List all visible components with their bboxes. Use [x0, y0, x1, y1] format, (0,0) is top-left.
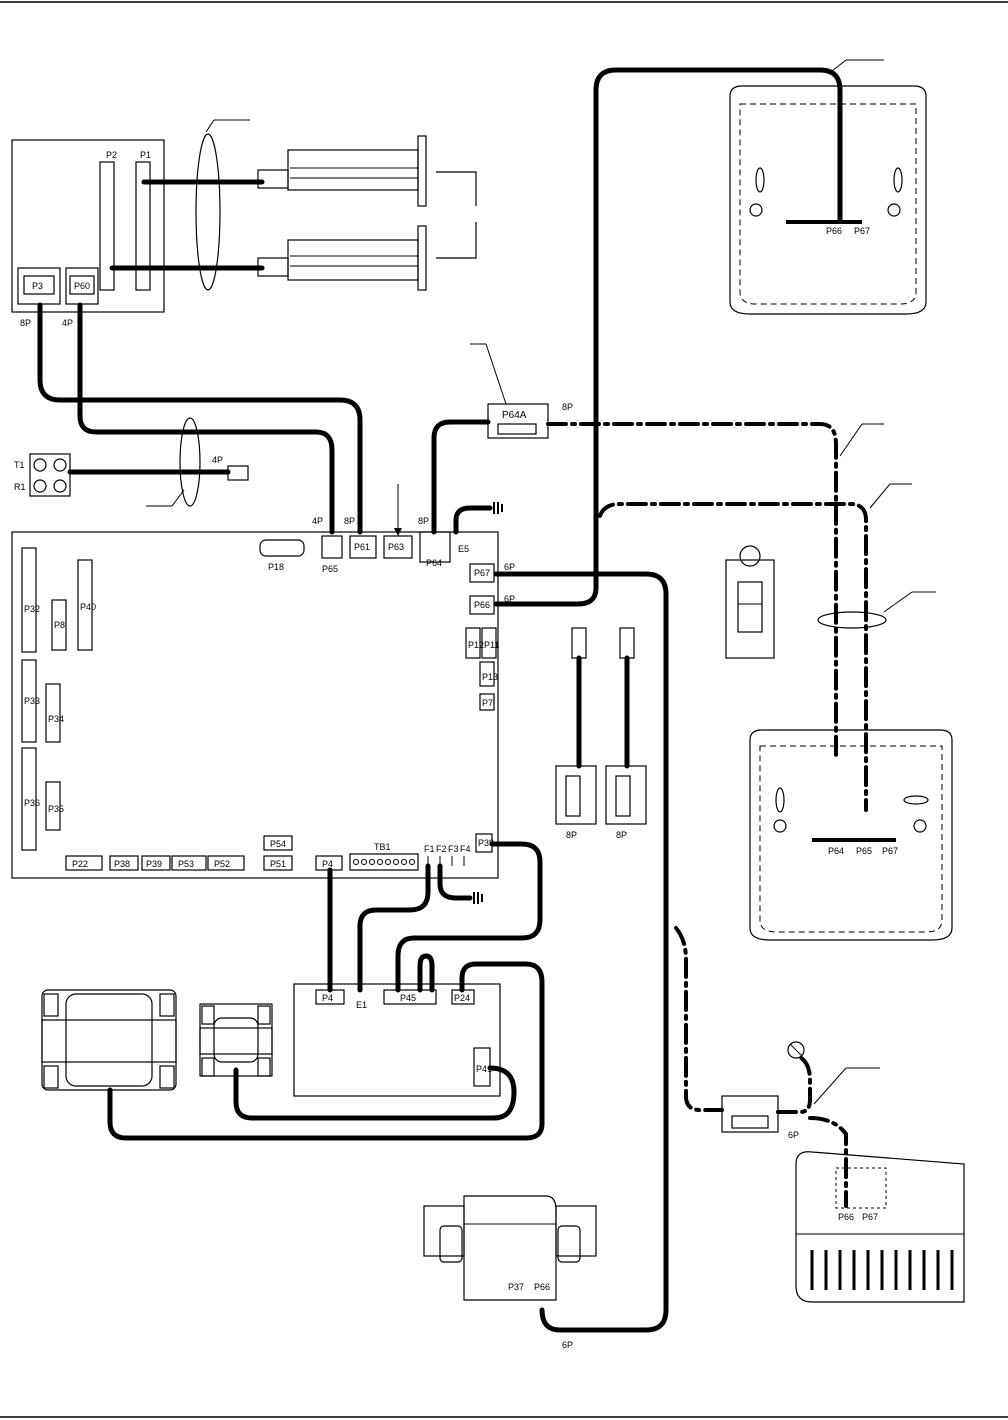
relay-p60-label: P60: [74, 281, 90, 291]
main-f2: F2: [436, 844, 447, 854]
main-p52: P52: [214, 859, 230, 869]
main-p67: P67: [474, 568, 490, 578]
main-p51: P51: [270, 859, 286, 869]
terminal-plug-4p: 4P: [212, 455, 223, 465]
main-p18: P18: [268, 562, 284, 572]
main-p36: P36: [24, 798, 40, 808]
dss-6p: 6P: [562, 1340, 573, 1350]
phone-mid-p65: P65: [856, 846, 872, 856]
phone-mid-p64: P64: [828, 846, 844, 856]
main-pin-6p-b: 6P: [504, 594, 515, 604]
transformer-large: [41, 989, 177, 1091]
power-p41: P41: [476, 1064, 492, 1074]
main-pin-4p: 4P: [312, 516, 323, 526]
relay-p1-label: P1: [140, 150, 151, 160]
phone-mid-p67: P67: [882, 846, 898, 856]
telephone-top: P66 P67: [729, 85, 927, 315]
jack-8p-a: 8P: [566, 830, 577, 840]
main-f3: F3: [448, 844, 459, 854]
main-p61: P61: [354, 542, 370, 552]
main-p32: P32: [24, 604, 40, 614]
cylinder-devices: [195, 119, 477, 291]
phone-top-p66: P66: [826, 226, 842, 236]
transformer-small: [199, 1003, 273, 1077]
dss-p37: P37: [508, 1282, 524, 1292]
terminal-block-tr: T1 R1 4P: [14, 453, 249, 497]
main-p13: P13: [482, 672, 498, 682]
phone-bottom-p66: P66: [838, 1212, 854, 1222]
main-p40: P40: [80, 602, 96, 612]
modular-jacks: 8P 8P: [555, 627, 647, 840]
dss-p66: P66: [534, 1282, 550, 1292]
main-f1: F1: [424, 844, 435, 854]
relay-board: P2 P1 P3 P60 8P 4P: [11, 139, 165, 328]
connector-p2: [99, 161, 115, 291]
terminal-r1: R1: [14, 482, 26, 492]
terminal-t1: T1: [14, 460, 25, 470]
wall-jack: [725, 545, 775, 659]
telephone-middle: P64 P65 P67: [749, 729, 953, 941]
main-p63: P63: [388, 542, 404, 552]
main-tb1: TB1: [374, 842, 391, 852]
power-board: P4 E1 P45 P24 P41: [293, 983, 501, 1097]
filter-label: P64A: [502, 410, 527, 421]
main-p8: P8: [54, 620, 65, 630]
connector-p61: [349, 535, 377, 559]
power-p24: P24: [454, 993, 470, 1003]
main-p12: P12: [468, 640, 484, 650]
main-p39-right: P39: [478, 838, 494, 848]
relay-p3-label: P3: [32, 281, 43, 291]
main-p64: P64: [426, 558, 442, 568]
relay-p2-label: P2: [106, 150, 117, 160]
main-pin-8p-a: 8P: [344, 516, 355, 526]
connector-p1: [135, 161, 151, 291]
main-p35: P35: [48, 804, 64, 814]
phone-top-p67: P67: [854, 226, 870, 236]
power-p45: P45: [400, 993, 416, 1003]
main-p39: P39: [146, 859, 162, 869]
main-p66: P66: [474, 600, 490, 610]
adapter-6p: 6P: [788, 1130, 799, 1140]
telephone-bottom: P66 P67: [795, 1151, 965, 1303]
power-p4: P4: [322, 993, 333, 1003]
main-p38: P38: [114, 859, 130, 869]
adapter-box: 6P: [721, 1095, 799, 1140]
main-f4: F4: [460, 844, 471, 854]
main-p11: P11: [484, 640, 499, 650]
main-e5: E5: [458, 544, 469, 554]
main-p34: P34: [48, 714, 64, 724]
connector-p65: [321, 535, 343, 559]
main-pin-8p-b: 8P: [418, 516, 429, 526]
main-p22: P22: [72, 859, 88, 869]
main-pin-6p-a: 6P: [504, 562, 515, 572]
main-p54: P54: [270, 839, 286, 849]
phone-bottom-p67: P67: [862, 1212, 878, 1222]
main-p4: P4: [322, 859, 333, 869]
relay-pin-8p: 8P: [20, 318, 31, 328]
main-p53: P53: [178, 859, 194, 869]
jack-8p-b: 8P: [616, 830, 627, 840]
main-p33: P33: [24, 696, 40, 706]
main-p7: P7: [482, 698, 493, 708]
main-board: P18 P65 P61 P63 P64 E5 P67 P66 4P 8P 8P …: [11, 516, 515, 879]
main-p65: P65: [322, 564, 338, 574]
connector-p18: [259, 539, 305, 557]
relay-pin-4p: 4P: [62, 318, 73, 328]
power-e1: E1: [356, 1000, 367, 1010]
filter-pins: 8P: [562, 402, 573, 412]
dss-console: P37 P66 6P: [423, 1195, 597, 1350]
